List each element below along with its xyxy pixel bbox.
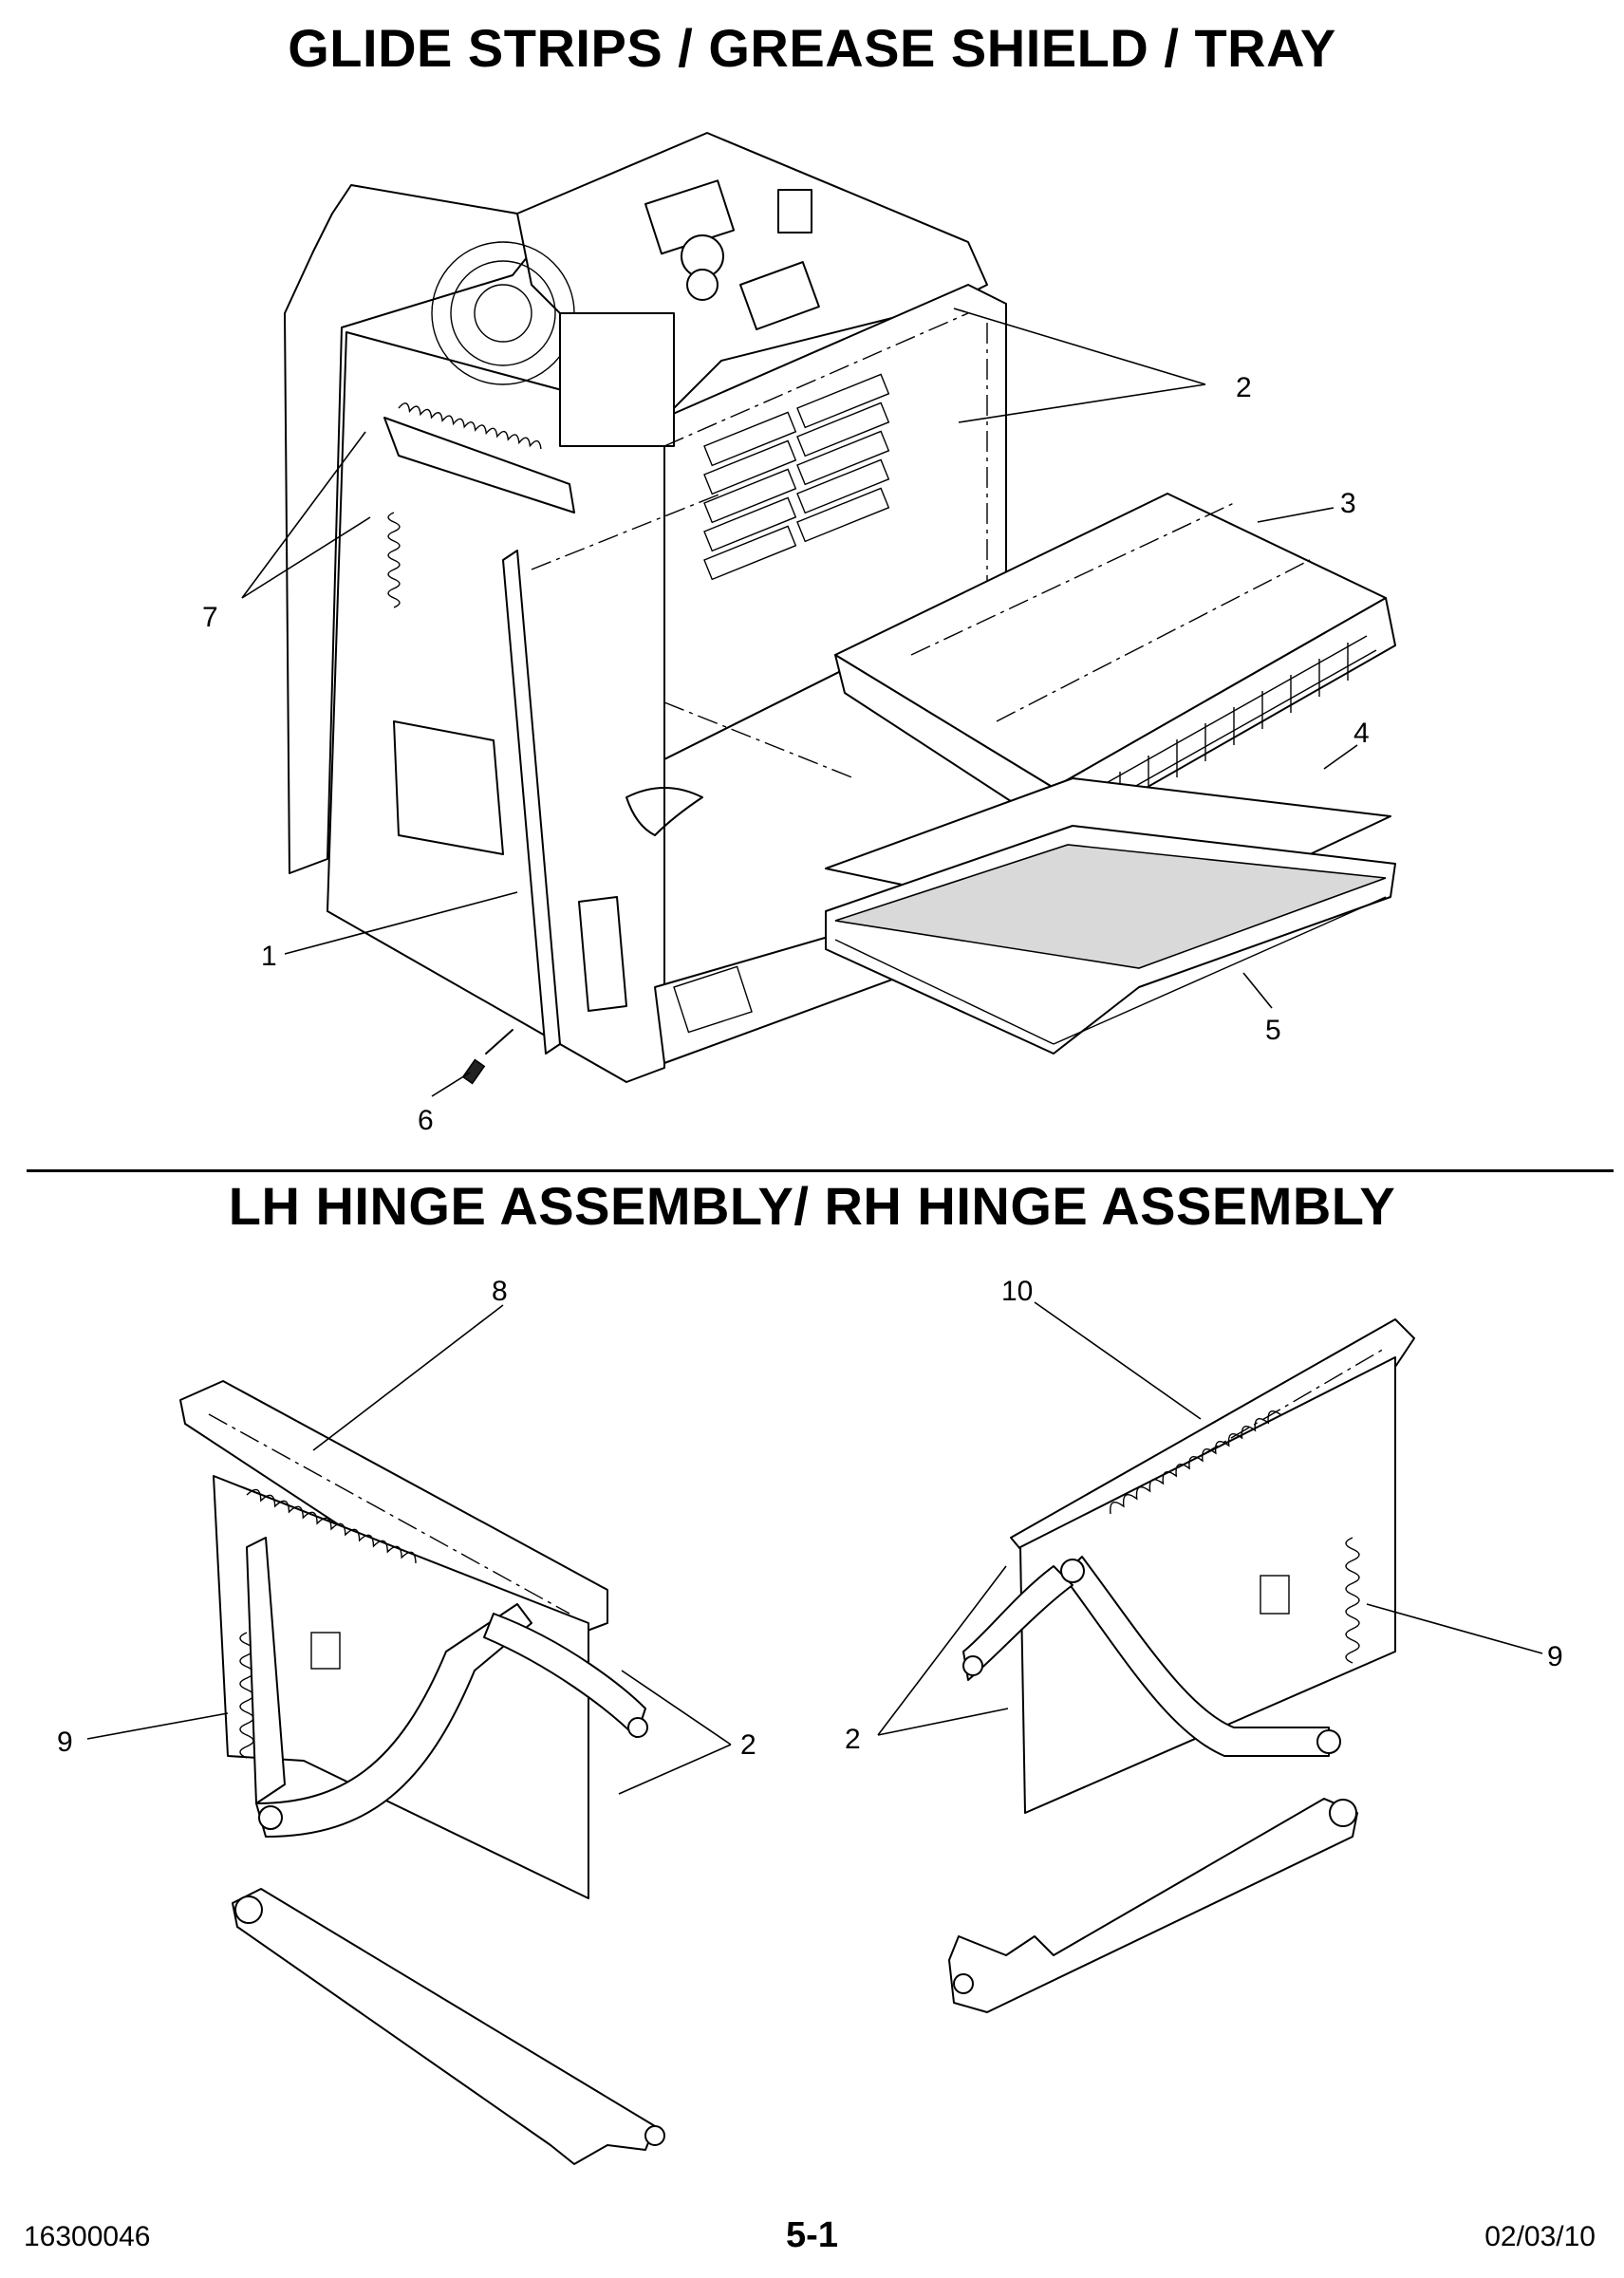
callout-9-rh: 9 xyxy=(1547,1641,1563,1672)
top-spring xyxy=(398,402,542,450)
hinge-bar xyxy=(502,550,561,1055)
callouts-rh: 10 9 2 xyxy=(845,1276,1563,1755)
lh-hinge-drawing xyxy=(179,1380,665,2165)
section-divider xyxy=(27,1169,1614,1172)
screw xyxy=(461,1029,513,1085)
callout-2: 2 xyxy=(1236,372,1252,403)
lh-hinge-arm xyxy=(255,1603,532,1838)
callout-2-rh: 2 xyxy=(845,1724,861,1755)
revision-date: 02/03/10 xyxy=(1484,2221,1596,2252)
oven-cabinet-drawing xyxy=(284,132,1026,1083)
callout-9-lh: 9 xyxy=(57,1727,73,1758)
lh-top-rail xyxy=(179,1380,608,1652)
door-latch-plate xyxy=(393,720,504,855)
latch-bracket xyxy=(578,896,627,1012)
rh-hinge-drawing xyxy=(948,1318,1415,2013)
callout-10: 10 xyxy=(1001,1276,1033,1307)
callout-7: 7 xyxy=(202,602,218,633)
callouts-lh: 8 9 2 xyxy=(57,1276,756,1795)
rh-vertical-spring xyxy=(1345,1537,1360,1664)
door-hook xyxy=(625,787,703,836)
left-hinge-arm xyxy=(383,417,575,513)
left-side-panel xyxy=(284,184,532,874)
callout-1: 1 xyxy=(261,941,277,972)
side-vents xyxy=(703,373,890,581)
rh-lower-link xyxy=(948,1798,1358,2013)
callout-4: 4 xyxy=(1353,718,1370,749)
lh-lower-link xyxy=(232,1888,656,2165)
rh-hinge-arm xyxy=(1062,1556,1330,1757)
rh-mount-plate xyxy=(1019,1356,1396,1814)
callout-6: 6 xyxy=(418,1105,434,1136)
rh-top-spring xyxy=(1110,1410,1282,1515)
lh-mount-plate xyxy=(213,1475,589,1899)
callout-2-lh: 2 xyxy=(740,1729,756,1761)
callout-3: 3 xyxy=(1340,488,1356,519)
vertical-spring xyxy=(387,512,401,608)
lh-top-spring xyxy=(246,1488,417,1563)
callout-8: 8 xyxy=(492,1276,508,1307)
callout-5: 5 xyxy=(1265,1015,1281,1046)
callouts-top: 2 3 4 5 1 6 7 xyxy=(202,308,1370,1136)
page-number: 5-1 xyxy=(786,2215,838,2255)
section-title-glide-strips: GLIDE STRIPS / GREASE SHIELD / TRAY xyxy=(288,18,1336,78)
document-part-number: 16300046 xyxy=(24,2221,151,2252)
section-title-hinge-assembly: LH HINGE ASSEMBLY/ RH HINGE ASSEMBLY xyxy=(228,1176,1396,1236)
glide-strip-tray xyxy=(834,493,1396,836)
drip-tray xyxy=(825,825,1396,1055)
transformer xyxy=(559,312,675,447)
